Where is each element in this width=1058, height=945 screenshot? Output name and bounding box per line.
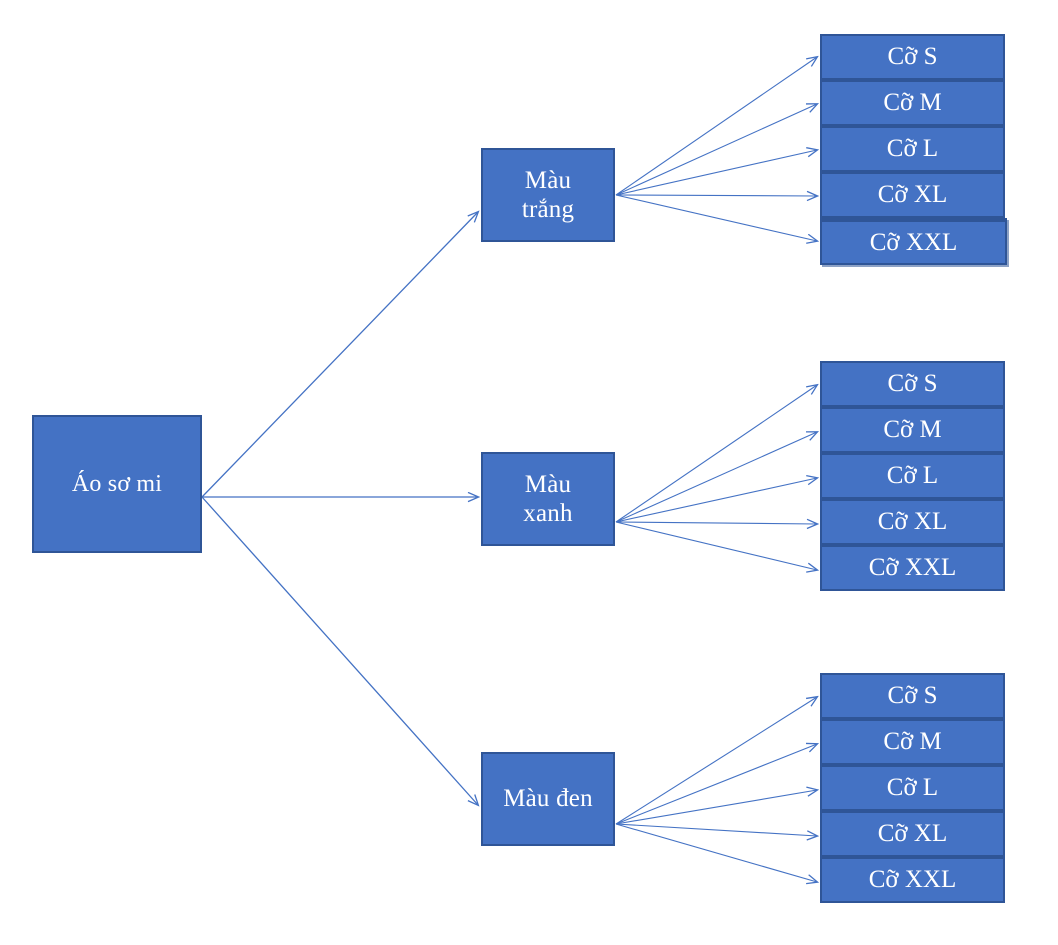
size-cell-xl[interactable]: Cỡ XL: [820, 172, 1005, 218]
edge-den-to-xl: [615, 823, 817, 836]
size-cell-l[interactable]: Cỡ L: [820, 765, 1005, 811]
node-root-ao-so-mi[interactable]: Áo sơ mi: [32, 415, 202, 553]
trang-edges: [615, 57, 817, 241]
size-cell-l[interactable]: Cỡ L: [820, 126, 1005, 172]
edge-trang-to-xxl: [615, 194, 817, 241]
size-group-mau-den: Cỡ S Cỡ M Cỡ L Cỡ XL Cỡ XXL: [820, 673, 1010, 905]
edge-trang-to-m: [615, 104, 817, 196]
edge-xanh-to-xxl: [615, 521, 817, 570]
size-cell-m[interactable]: Cỡ M: [820, 407, 1005, 453]
size-group-mau-xanh: Cỡ S Cỡ M Cỡ L Cỡ XL Cỡ XXL: [820, 361, 1010, 593]
node-color-mau-den[interactable]: Màu đen: [481, 752, 615, 846]
edge-xanh-to-s: [615, 385, 817, 523]
size-cell-xl[interactable]: Cỡ XL: [820, 811, 1005, 857]
edge-trang-to-xl: [615, 195, 817, 196]
size-cell-m[interactable]: Cỡ M: [820, 80, 1005, 126]
size-group-mau-trang: Cỡ S Cỡ M Cỡ L Cỡ XL Cỡ XXL: [820, 34, 1010, 266]
size-cell-s[interactable]: Cỡ S: [820, 34, 1005, 80]
edge-den-to-m: [615, 744, 817, 825]
den-edges: [615, 697, 817, 882]
edge-xanh-to-m: [615, 432, 817, 523]
edge-den-to-l: [615, 790, 817, 825]
size-cell-xxl[interactable]: Cỡ XXL: [820, 545, 1005, 591]
size-cell-s[interactable]: Cỡ S: [820, 361, 1005, 407]
edge-xanh-to-xl: [615, 522, 817, 524]
size-cell-xxl[interactable]: Cỡ XXL: [820, 857, 1005, 903]
size-cell-s[interactable]: Cỡ S: [820, 673, 1005, 719]
node-color-mau-xanh[interactable]: Màu xanh: [481, 452, 615, 546]
edge-den-to-s: [615, 697, 817, 825]
size-cell-xxl[interactable]: Cỡ XXL: [820, 218, 1007, 265]
size-cell-xl[interactable]: Cỡ XL: [820, 499, 1005, 545]
edge-xanh-to-l: [615, 478, 817, 523]
edge-root-to-trang: [201, 212, 478, 498]
edge-den-to-xxl: [615, 823, 817, 882]
edge-root-to-den: [201, 496, 478, 805]
root-edges: [201, 212, 478, 805]
node-color-mau-trang[interactable]: Màu trắng: [481, 148, 615, 242]
edge-trang-to-l: [615, 150, 817, 196]
xanh-edges: [615, 385, 817, 570]
edge-trang-to-s: [615, 57, 817, 196]
size-cell-l[interactable]: Cỡ L: [820, 453, 1005, 499]
size-cell-m[interactable]: Cỡ M: [820, 719, 1005, 765]
